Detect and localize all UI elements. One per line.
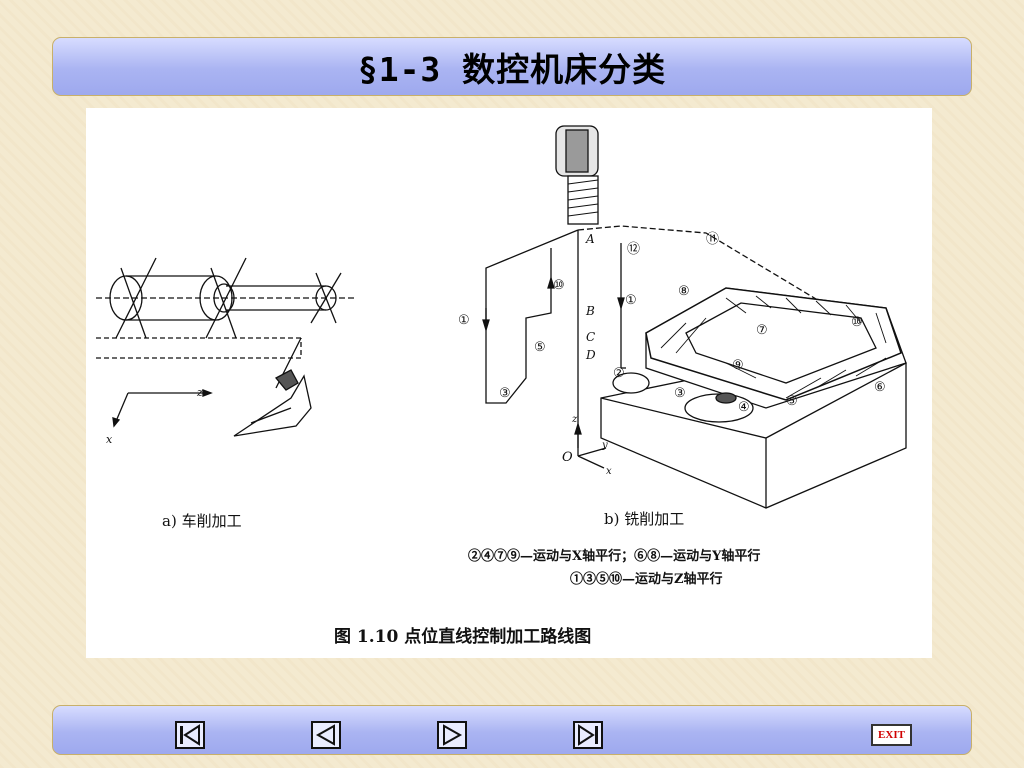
path-num-10: ⑩ <box>851 315 863 330</box>
machining-diagram <box>96 125 907 509</box>
path-num-15: ⑤ <box>786 394 798 409</box>
path-num-12: ⑨ <box>732 358 744 373</box>
path-num-7: ① <box>625 293 637 308</box>
legend-line-1: ②④⑦⑨—运动与X轴平行；⑥⑧—运动与Y轴平行 <box>468 549 761 564</box>
path-num-6: ⑪ <box>706 232 720 247</box>
title-bar: §1-3 数控机床分类 <box>52 37 972 96</box>
path-num-14: ④ <box>738 400 750 415</box>
axis-label-z: z <box>197 386 203 399</box>
axis-label-b-y: y <box>602 440 608 451</box>
path-num-8: ⑧ <box>678 284 690 299</box>
point-label-c: C <box>586 330 596 344</box>
next-slide-icon <box>443 724 463 746</box>
path-num-9: ⑦ <box>756 323 768 338</box>
path-num-16: ⑥ <box>874 380 886 395</box>
path-num-1: ① <box>458 313 470 328</box>
axis-label-x: x <box>106 433 113 446</box>
legend-line-2: ①③⑤⑩—运动与Z轴平行 <box>570 572 723 587</box>
figure-image: z x A B C D ① ⑩ ⑤ ③ ⑫ ⑪ ① ⑧ ⑦ ⑩ ② ⑨ ③ ④ … <box>86 108 932 658</box>
point-label-b: B <box>586 304 595 318</box>
caption-b: b) 铣削加工 <box>604 510 685 528</box>
axis-label-b-x: x <box>606 466 612 477</box>
path-num-5: ⑫ <box>627 242 641 257</box>
slide-title: §1-3 数控机床分类 <box>357 49 667 89</box>
path-num-3: ⑤ <box>534 340 546 355</box>
point-label-a: A <box>586 232 595 246</box>
previous-slide-icon <box>315 724 335 746</box>
first-slide-button[interactable] <box>175 721 205 749</box>
caption-a: a) 车削加工 <box>162 512 242 530</box>
path-num-13: ③ <box>674 386 686 401</box>
last-slide-icon <box>578 724 598 746</box>
axis-label-b-z: z <box>572 414 578 425</box>
figure-title: 图 1.10 点位直线控制加工路线图 <box>334 627 592 647</box>
path-num-2: ⑩ <box>553 278 565 293</box>
path-num-11: ② <box>613 366 625 381</box>
navigation-bar: EXIT <box>52 705 972 755</box>
first-slide-icon <box>180 724 200 746</box>
exit-button[interactable]: EXIT <box>871 724 912 746</box>
point-label-d: D <box>586 348 596 362</box>
last-slide-button[interactable] <box>573 721 603 749</box>
path-num-4: ③ <box>499 386 511 401</box>
axis-label-b-o: O <box>562 450 573 465</box>
next-slide-button[interactable] <box>437 721 467 749</box>
previous-slide-button[interactable] <box>311 721 341 749</box>
